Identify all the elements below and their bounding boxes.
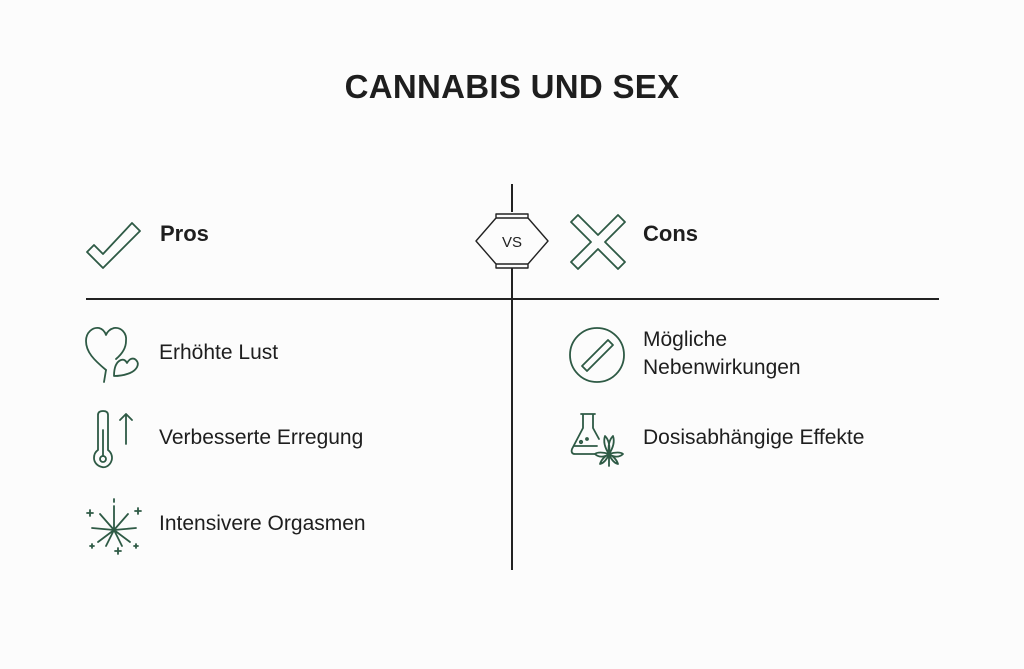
page-title: CANNABIS UND SEX	[344, 68, 680, 105]
list-item: Dosisabhängige Effekte	[569, 410, 969, 472]
item-label: Erhöhte Lust	[159, 341, 279, 364]
list-item: Mögliche Nebenwirkungen	[569, 326, 969, 386]
item-label: Intensivere Orgasmen	[159, 512, 366, 535]
vs-label: VS	[502, 234, 522, 251]
list-item: Verbesserte Erregung	[84, 410, 484, 472]
item-label: Mögliche Nebenwirkungen	[643, 326, 801, 382]
check-icon	[86, 222, 141, 269]
hearts-icon	[85, 327, 139, 383]
item-label: Verbesserte Erregung	[159, 426, 364, 449]
vs-badge-icon: VS	[475, 213, 549, 269]
horizontal-divider	[86, 298, 939, 300]
vertical-divider-bottom	[511, 268, 513, 570]
list-item: Intensivere Orgasmen	[84, 498, 484, 558]
pros-heading: Pros	[160, 221, 209, 246]
vertical-divider-top	[511, 184, 513, 212]
cons-heading: Cons	[643, 221, 698, 246]
cross-icon	[570, 214, 626, 270]
list-item: Erhöhte Lust	[84, 326, 484, 386]
item-label-line2: Nebenwirkungen	[643, 356, 801, 379]
flask-cannabis-icon	[570, 413, 624, 467]
firework-icon	[86, 498, 142, 555]
thermometer-up-icon	[93, 410, 133, 469]
item-label: Dosisabhängige Effekte	[643, 426, 865, 449]
item-label-line1: Mögliche	[643, 328, 728, 351]
prohibited-icon	[569, 327, 625, 383]
